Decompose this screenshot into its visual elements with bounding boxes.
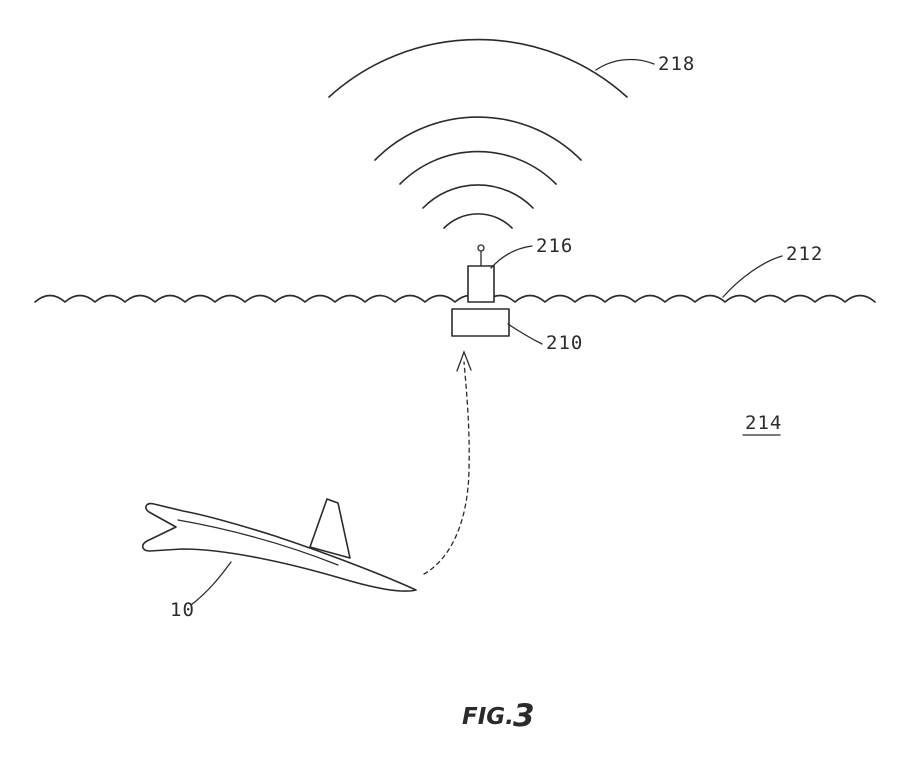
leader-lines: [190, 58, 783, 606]
caption-number: 3: [513, 698, 535, 734]
reference-labels: 218 216 212 210 214 10: [170, 53, 823, 621]
ascent-path-arrow: [423, 350, 472, 575]
transmitter-box: [467, 265, 495, 303]
label-vehicle: 10: [170, 599, 195, 621]
leader-218: [595, 58, 655, 71]
radio-wave-arc: [374, 116, 582, 161]
leader-210: [507, 323, 543, 345]
label-transmitter: 216: [536, 235, 573, 257]
aircraft-fuselage: [141, 502, 417, 592]
radio-waves: [328, 38, 628, 229]
ascent-dashed-curve: [423, 361, 470, 575]
label-float-unit: 210: [546, 332, 583, 354]
label-water-body: 214: [745, 412, 782, 434]
arrowhead-up-icon: [456, 350, 472, 372]
label-radio-waves: 218: [658, 53, 695, 75]
leader-212: [722, 255, 783, 298]
transmitter-buoy: [467, 244, 495, 303]
aircraft: [141, 498, 417, 592]
radio-wave-arc: [422, 184, 534, 209]
radio-wave-arc: [328, 38, 628, 98]
radio-wave-arc: [443, 213, 513, 229]
antenna-tip-icon: [477, 244, 485, 252]
float-device: [451, 308, 510, 337]
waterline: [34, 294, 876, 303]
radio-wave-arc: [399, 150, 557, 185]
leader-216: [490, 245, 533, 269]
caption-prefix: FIG.: [462, 704, 514, 730]
leader-10: [190, 561, 232, 606]
label-water-surface: 212: [786, 243, 823, 265]
figure-caption: FIG. 3: [462, 698, 535, 734]
aircraft-wing: [309, 498, 351, 559]
aircraft-body-crease: [177, 519, 339, 566]
